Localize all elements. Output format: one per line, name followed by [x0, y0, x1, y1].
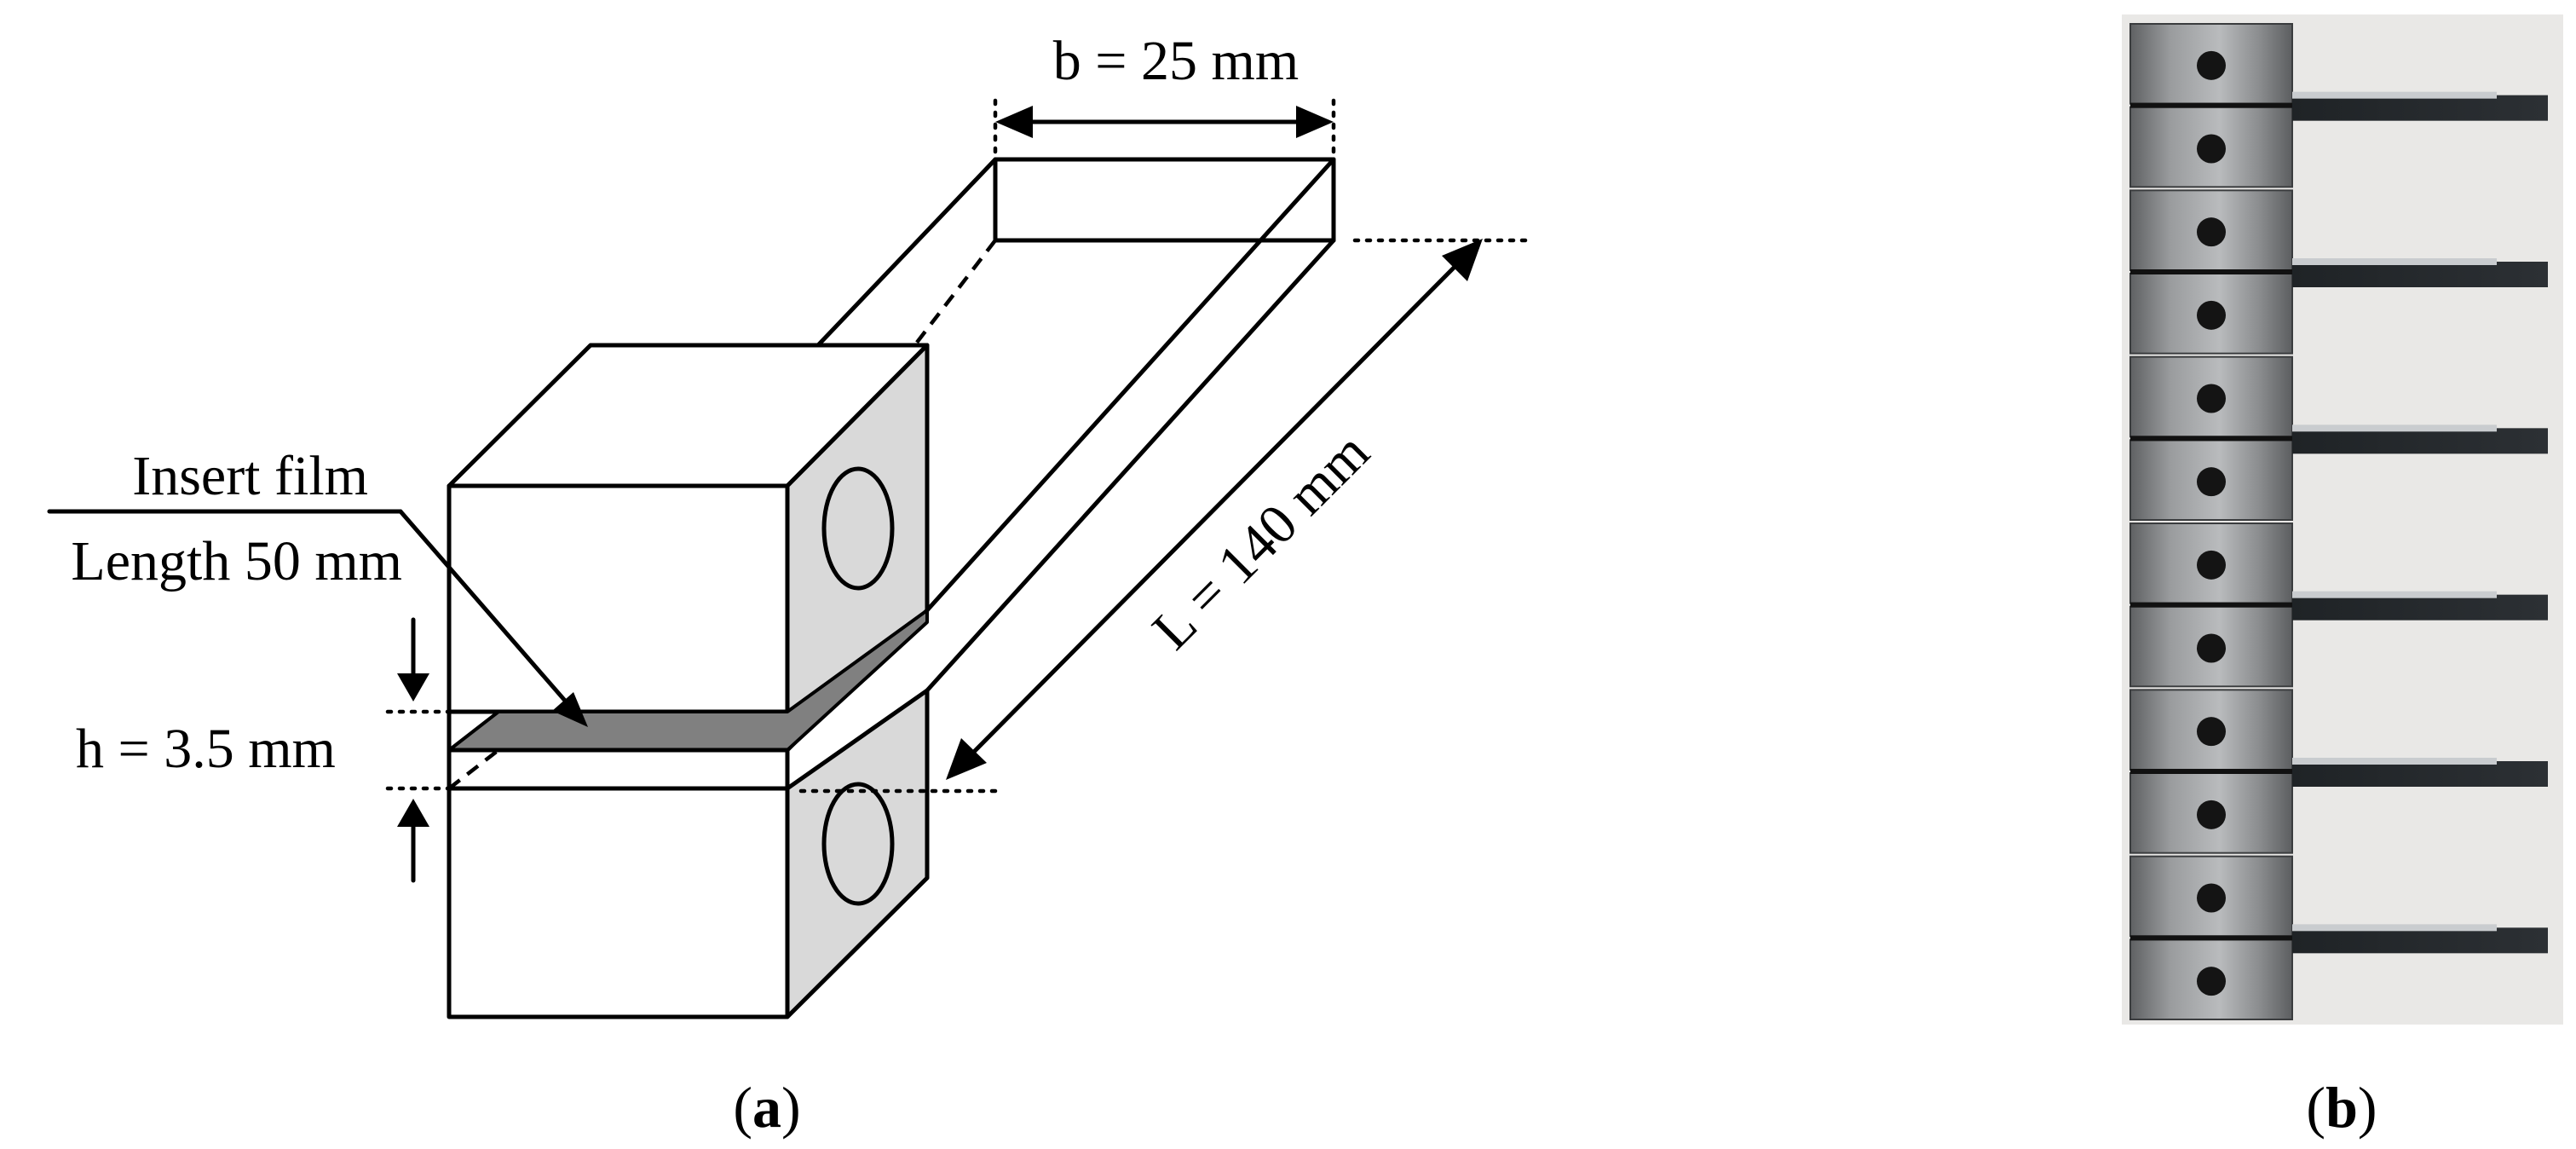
lower-pin-hole: [821, 782, 895, 906]
block-hole: [2197, 300, 2226, 330]
photo-panel-b: (b): [2122, 14, 2563, 1140]
length-arrow-line: [960, 253, 1468, 765]
beam-scale-marks: [2292, 758, 2497, 765]
specimen-beam: [2292, 428, 2548, 454]
block-hole: [2197, 384, 2226, 413]
beam-top-left-edge: [815, 157, 998, 348]
beam-hidden-edge-diagonal: [880, 239, 997, 390]
beam-scale-marks: [2292, 591, 2497, 598]
thickness-label: h = 3.5 mm: [76, 718, 336, 780]
panel-a-caption: (a): [733, 1075, 800, 1140]
block-hole: [2197, 134, 2226, 164]
block-hole: [2197, 967, 2226, 996]
specimen-stack: [2129, 23, 2548, 1021]
beam-top-right-edge: [925, 157, 1336, 613]
beam-end-face: [993, 157, 1336, 243]
specimen-beam: [2292, 95, 2548, 121]
block-hole: [2197, 50, 2226, 80]
bond-gap: [447, 748, 790, 791]
panel-b-caption: (b): [2306, 1075, 2377, 1140]
block-hole: [2197, 467, 2226, 497]
block-hole: [2197, 800, 2226, 829]
callout-arrow-head: [552, 692, 588, 727]
callout-leader-diagonal: [398, 509, 573, 710]
block-hole: [2197, 633, 2226, 663]
beam-bottom-right-edge: [925, 238, 1336, 693]
width-arrow-head-right: [1296, 106, 1334, 138]
beam-scale-marks: [2292, 258, 2497, 265]
lower-loading-block: [447, 688, 930, 1019]
dcb-beam: [815, 157, 1336, 693]
beam-scale-marks: [2292, 91, 2497, 99]
specimen-beam: [2292, 594, 2548, 621]
length-label: L = 140 mm: [1141, 421, 1381, 661]
specimen-beam: [2292, 262, 2548, 287]
specimen-beam: [2292, 761, 2548, 787]
length-arrow-head-bottom: [946, 738, 987, 780]
specimen-beam: [2292, 927, 2548, 954]
block-hole: [2197, 550, 2226, 580]
insert-film-label-line1: Insert film: [132, 445, 368, 507]
schematic-panel-a: b = 25 mm L = 140 mm h = 3.5 mm Insert f…: [47, 30, 1532, 1140]
width-dimension: b = 25 mm: [993, 30, 1336, 162]
beam-scale-marks: [2292, 424, 2497, 432]
block-hole: [2197, 717, 2226, 747]
length-arrow-head-top: [1442, 239, 1483, 281]
upper-pin-hole: [821, 466, 895, 591]
insert-film-label-line2: Length 50 mm: [71, 530, 402, 592]
beam-scale-marks: [2292, 924, 2497, 932]
gap-hidden-edge: [447, 748, 500, 790]
width-arrow-head-left: [995, 106, 1033, 138]
block-hole: [2197, 217, 2226, 247]
upper-block-front-face: [447, 483, 790, 714]
insert-film-callout: Insert film Length 50 mm: [47, 445, 588, 727]
upper-loading-block: [447, 343, 930, 753]
block-hole: [2197, 883, 2226, 913]
thickness-dimension: h = 3.5 mm: [76, 617, 452, 883]
lower-block-front-face: [447, 786, 790, 1019]
width-label: b = 25 mm: [1053, 30, 1299, 92]
